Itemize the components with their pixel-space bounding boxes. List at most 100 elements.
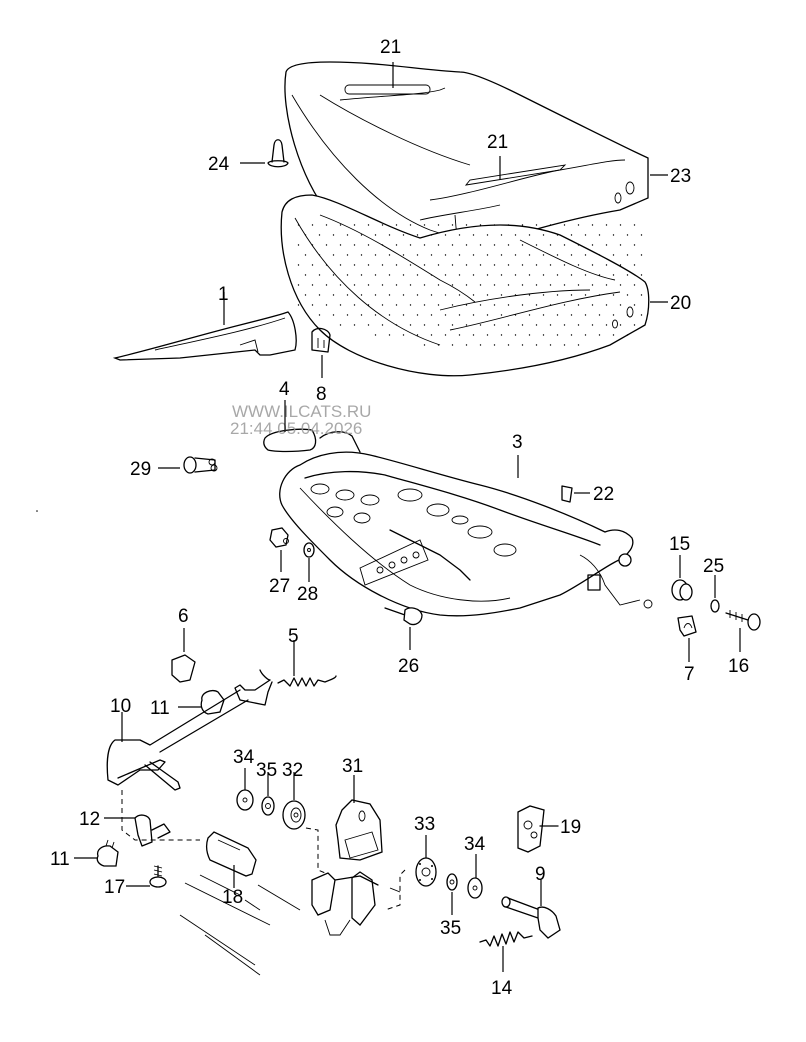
screw-17-part[interactable] xyxy=(149,865,167,888)
texture-dot xyxy=(605,244,608,246)
callout-35-upper[interactable]: 35 xyxy=(256,760,277,781)
texture-dot xyxy=(437,284,440,286)
texture-dot xyxy=(612,334,615,336)
callout-28[interactable]: 28 xyxy=(297,584,318,605)
callout-24[interactable]: 24 xyxy=(208,154,230,175)
callout-19[interactable]: 19 xyxy=(560,817,581,838)
callout-11-upper[interactable]: 11 xyxy=(150,698,170,719)
texture-dot xyxy=(318,294,321,296)
callout-6[interactable]: 6 xyxy=(178,606,189,627)
tension-spring-5-part[interactable] xyxy=(277,675,337,687)
callout-21-front[interactable]: 21 xyxy=(487,132,508,153)
callout-17[interactable]: 17 xyxy=(104,877,125,898)
seat-frame-part[interactable] xyxy=(279,451,653,617)
callout-7[interactable]: 7 xyxy=(684,664,695,685)
callout-8[interactable]: 8 xyxy=(316,384,327,405)
gear-wheel-32-part[interactable] xyxy=(282,800,306,830)
seat-cushion-part[interactable] xyxy=(280,194,650,377)
texture-dot xyxy=(640,254,643,256)
callout-14[interactable]: 14 xyxy=(491,978,513,999)
texture-dot xyxy=(409,224,412,226)
washer-28-part[interactable] xyxy=(303,542,315,558)
callout-35-lower[interactable]: 35 xyxy=(440,918,461,939)
texture-dot xyxy=(381,324,384,326)
texture-dot xyxy=(514,274,517,276)
callout-4[interactable]: 4 xyxy=(279,379,290,400)
seat-cover-part[interactable] xyxy=(284,61,649,257)
texture-dot xyxy=(409,284,412,286)
bolt-26-part[interactable] xyxy=(384,607,423,626)
callout-1[interactable]: 1 xyxy=(218,284,229,305)
bushing-15-part[interactable] xyxy=(671,579,693,601)
callout-10[interactable]: 10 xyxy=(110,696,131,717)
callout-16[interactable]: 16 xyxy=(728,656,749,677)
washer-34-upper-part[interactable] xyxy=(236,789,254,811)
bolt-16-part[interactable] xyxy=(725,610,761,631)
callout-29[interactable]: 29 xyxy=(130,459,151,480)
callout-22[interactable]: 22 xyxy=(593,484,614,505)
bolt-29-part[interactable] xyxy=(183,456,218,474)
texture-dot xyxy=(591,264,594,266)
texture-dot xyxy=(514,314,517,316)
callout-20[interactable]: 20 xyxy=(670,293,691,314)
locking-piece-19-part[interactable] xyxy=(517,805,559,853)
texture-dot xyxy=(486,314,489,316)
spring-14-part[interactable] xyxy=(479,931,533,947)
bracket-12-part[interactable] xyxy=(134,814,171,847)
clip-8-part[interactable] xyxy=(311,327,331,353)
callout-12[interactable]: 12 xyxy=(79,809,100,830)
release-bar-10-part[interactable] xyxy=(106,669,273,791)
texture-dot xyxy=(493,304,496,306)
texture-dot xyxy=(423,244,426,246)
texture-dot xyxy=(577,244,580,246)
clip-6-part[interactable] xyxy=(171,654,196,683)
clip-11-lower-part[interactable] xyxy=(96,839,119,867)
callout-32[interactable]: 32 xyxy=(282,760,303,781)
handle-grip-18-part[interactable] xyxy=(206,831,257,877)
washer-35-lower-part[interactable] xyxy=(446,873,458,891)
texture-dot xyxy=(381,264,384,266)
callout-9[interactable]: 9 xyxy=(535,864,546,885)
side-trim-panel-part[interactable] xyxy=(112,311,297,361)
bearing-bracket-31-part[interactable] xyxy=(335,799,383,861)
retaining-clip-24[interactable] xyxy=(267,139,289,168)
callout-15[interactable]: 15 xyxy=(669,534,690,555)
texture-dot xyxy=(458,294,461,296)
callout-33[interactable]: 33 xyxy=(414,814,435,835)
washer-25-part[interactable] xyxy=(710,599,720,613)
gear-wheel-33-part[interactable] xyxy=(415,857,437,887)
washer-34-lower-part[interactable] xyxy=(467,877,483,899)
texture-dot xyxy=(451,324,454,326)
texture-dot xyxy=(360,274,363,276)
clip-22-part[interactable] xyxy=(561,485,573,503)
callout-25[interactable]: 25 xyxy=(703,556,724,577)
callout-11-lower[interactable]: 11 xyxy=(50,849,70,870)
nut-27-part[interactable] xyxy=(269,527,289,548)
texture-dot xyxy=(472,294,475,296)
callout-31[interactable]: 31 xyxy=(342,756,363,777)
texture-dot xyxy=(472,334,475,336)
clip-nut-7-part[interactable] xyxy=(677,615,697,637)
texture-dot xyxy=(528,294,531,296)
callout-27[interactable]: 27 xyxy=(269,576,290,597)
texture-dot xyxy=(374,234,377,236)
texture-dot xyxy=(563,324,566,326)
callout-3[interactable]: 3 xyxy=(512,432,523,453)
callout-21-back[interactable]: 21 xyxy=(380,37,401,58)
washer-35-upper-part[interactable] xyxy=(261,796,275,816)
callout-18[interactable]: 18 xyxy=(222,887,243,908)
callout-23[interactable]: 23 xyxy=(670,166,691,187)
callout-34-lower[interactable]: 34 xyxy=(464,834,486,855)
texture-dot xyxy=(591,244,594,246)
clip-11-upper-part[interactable] xyxy=(200,689,225,715)
handle-grip-4-part[interactable] xyxy=(263,428,361,453)
callout-26[interactable]: 26 xyxy=(398,656,419,677)
texture-dot xyxy=(381,284,384,286)
texture-dot xyxy=(549,324,552,326)
texture-dot xyxy=(423,324,426,326)
texture-dot xyxy=(451,224,454,226)
callout-5[interactable]: 5 xyxy=(288,626,299,647)
callout-34-upper[interactable]: 34 xyxy=(233,747,255,768)
shaft-9-part[interactable] xyxy=(501,896,561,939)
